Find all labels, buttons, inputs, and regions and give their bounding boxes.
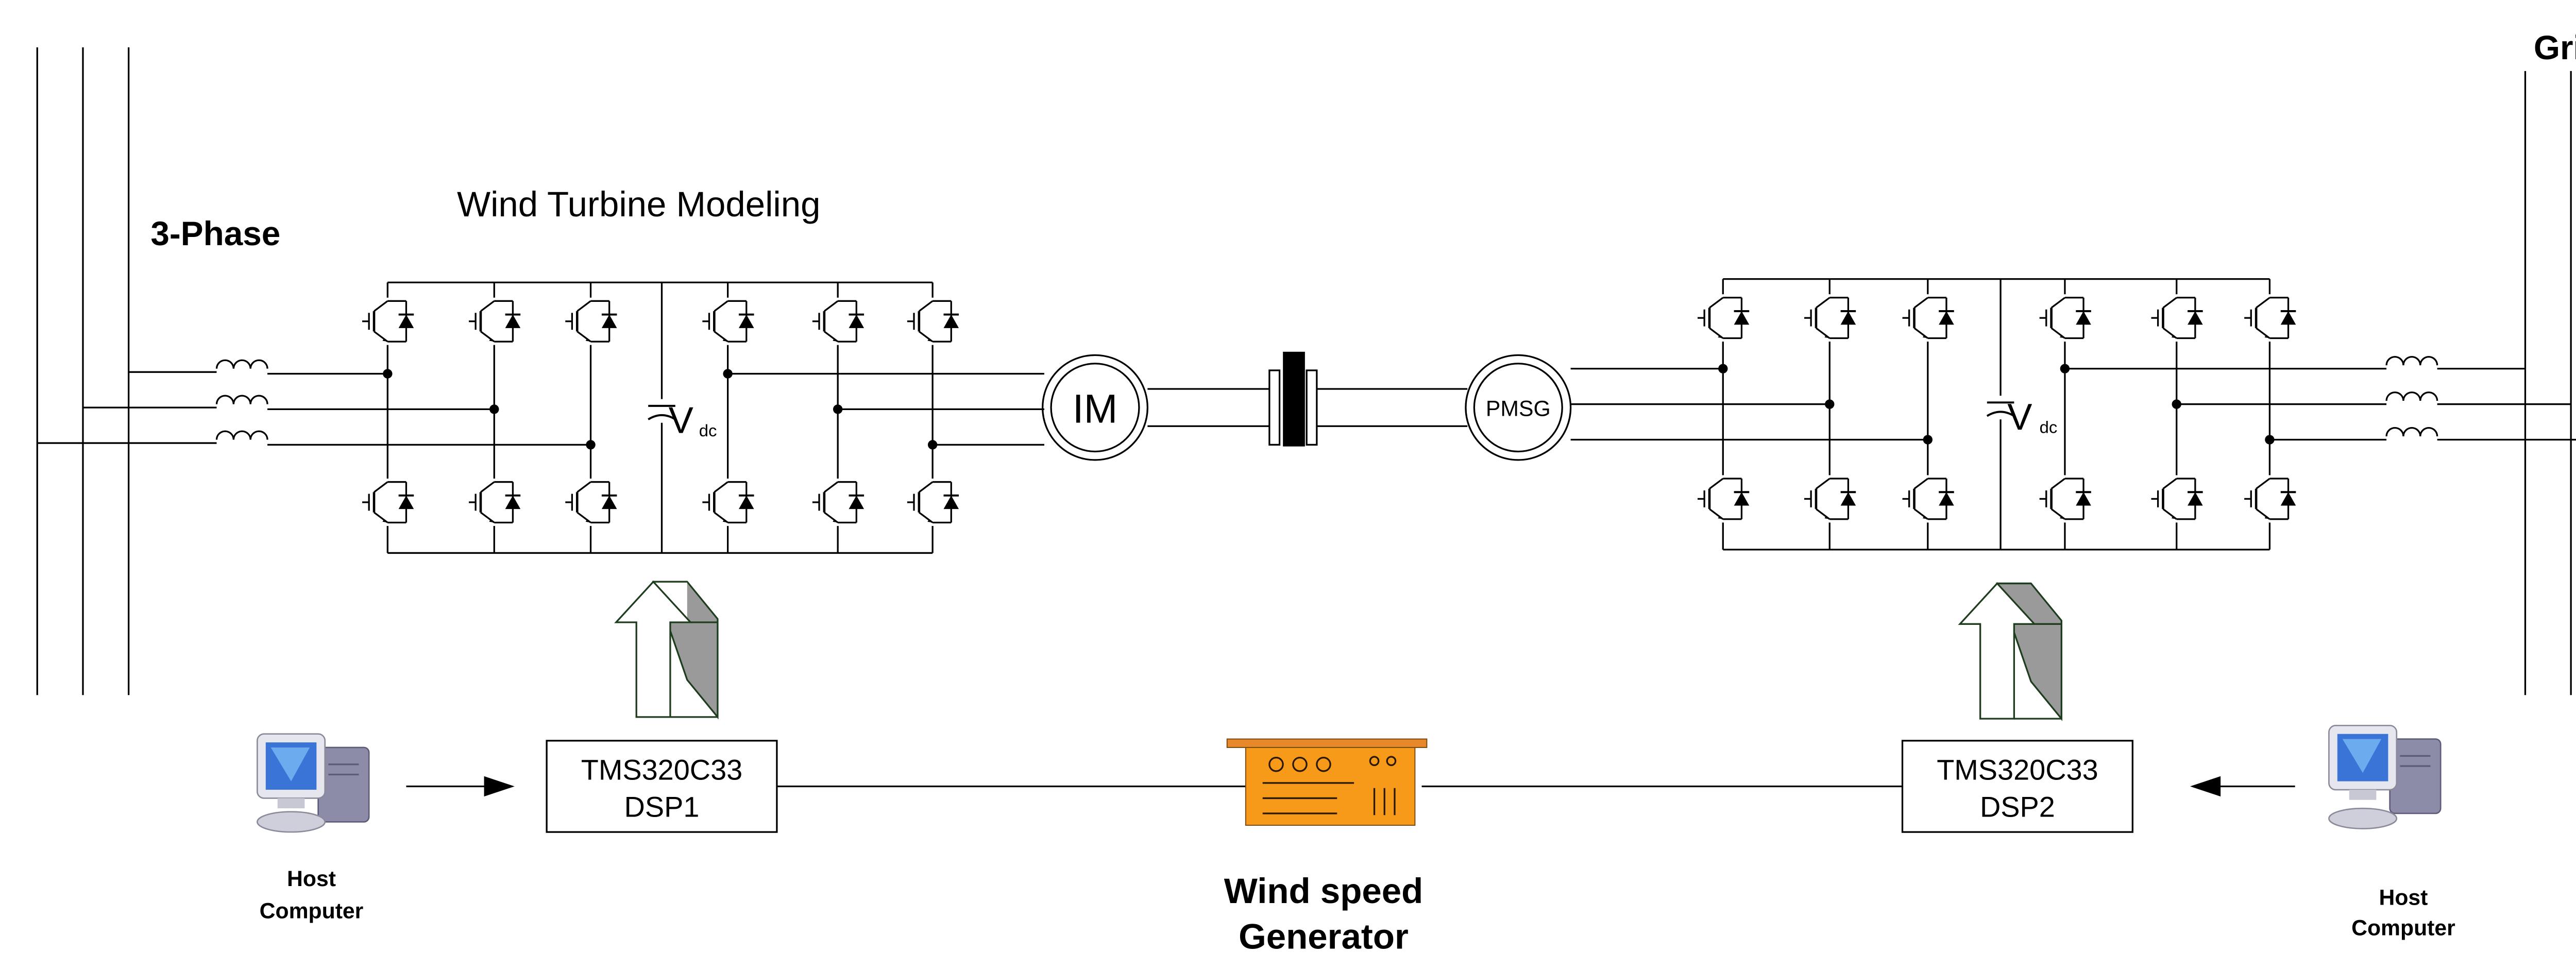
right-host-label-line2: Computer <box>2351 915 2455 940</box>
left-converter-switches <box>362 297 959 526</box>
right-inductor-3 <box>2385 427 2438 437</box>
pmsg <box>1473 363 1563 453</box>
coupling-left-plate <box>1268 369 1281 446</box>
generator-label: Generator <box>1239 917 1409 957</box>
induction-motor <box>1050 363 1140 453</box>
wind-speed-generator-icon <box>1226 738 1428 826</box>
left-inductor-2 <box>215 395 268 405</box>
dsp2-name-label: DSP2 <box>1980 791 2055 823</box>
right-vdc-subscript: dc <box>2040 417 2058 436</box>
pmsg-label: PMSG <box>1486 397 1551 421</box>
dsp1-box <box>546 740 778 833</box>
right-inductor-1 <box>2385 356 2438 366</box>
dsp1-name-label: DSP1 <box>624 791 700 823</box>
left-inductor-3 <box>215 430 268 441</box>
right-control-arrow <box>1958 582 2062 721</box>
left-vdc-subscript: dc <box>699 421 717 440</box>
three-phase-label: 3-Phase <box>150 215 280 252</box>
left-dc-capacitor <box>643 399 681 423</box>
left-junction-dots <box>383 369 938 450</box>
right-converter-switches <box>1698 294 2296 523</box>
right-host-computer-icon <box>2328 724 2442 829</box>
dsp1-model-label: TMS320C33 <box>581 753 742 786</box>
wind-turbine-modeling-title: Wind Turbine Modeling <box>457 184 820 224</box>
left-inductor-1 <box>215 359 268 370</box>
left-host-computer-icon <box>257 733 370 833</box>
left-host-label-line2: Computer <box>260 899 364 924</box>
left-control-arrow <box>614 580 719 720</box>
pmsg-outer <box>1465 354 1572 461</box>
dsp2-model-label: TMS320C33 <box>1937 753 2098 786</box>
im-label: IM <box>1073 386 1118 432</box>
right-dc-capacitor <box>1981 396 2020 420</box>
left-host-label-line1: Host <box>287 866 336 891</box>
coupling-right-plate <box>1306 369 1318 446</box>
right-junction-dots <box>1718 364 2275 445</box>
grid-label: Grid <box>2534 29 2576 66</box>
left-vdc-label: V <box>669 400 693 441</box>
right-host-label-line1: Host <box>2379 885 2428 910</box>
right-inductor-2 <box>2385 391 2438 402</box>
coupling-disc <box>1283 351 1305 447</box>
induction-motor-outer <box>1042 354 1148 461</box>
right-vdc-label: V <box>2007 397 2032 438</box>
wind-speed-label: Wind speed <box>1224 871 1423 911</box>
